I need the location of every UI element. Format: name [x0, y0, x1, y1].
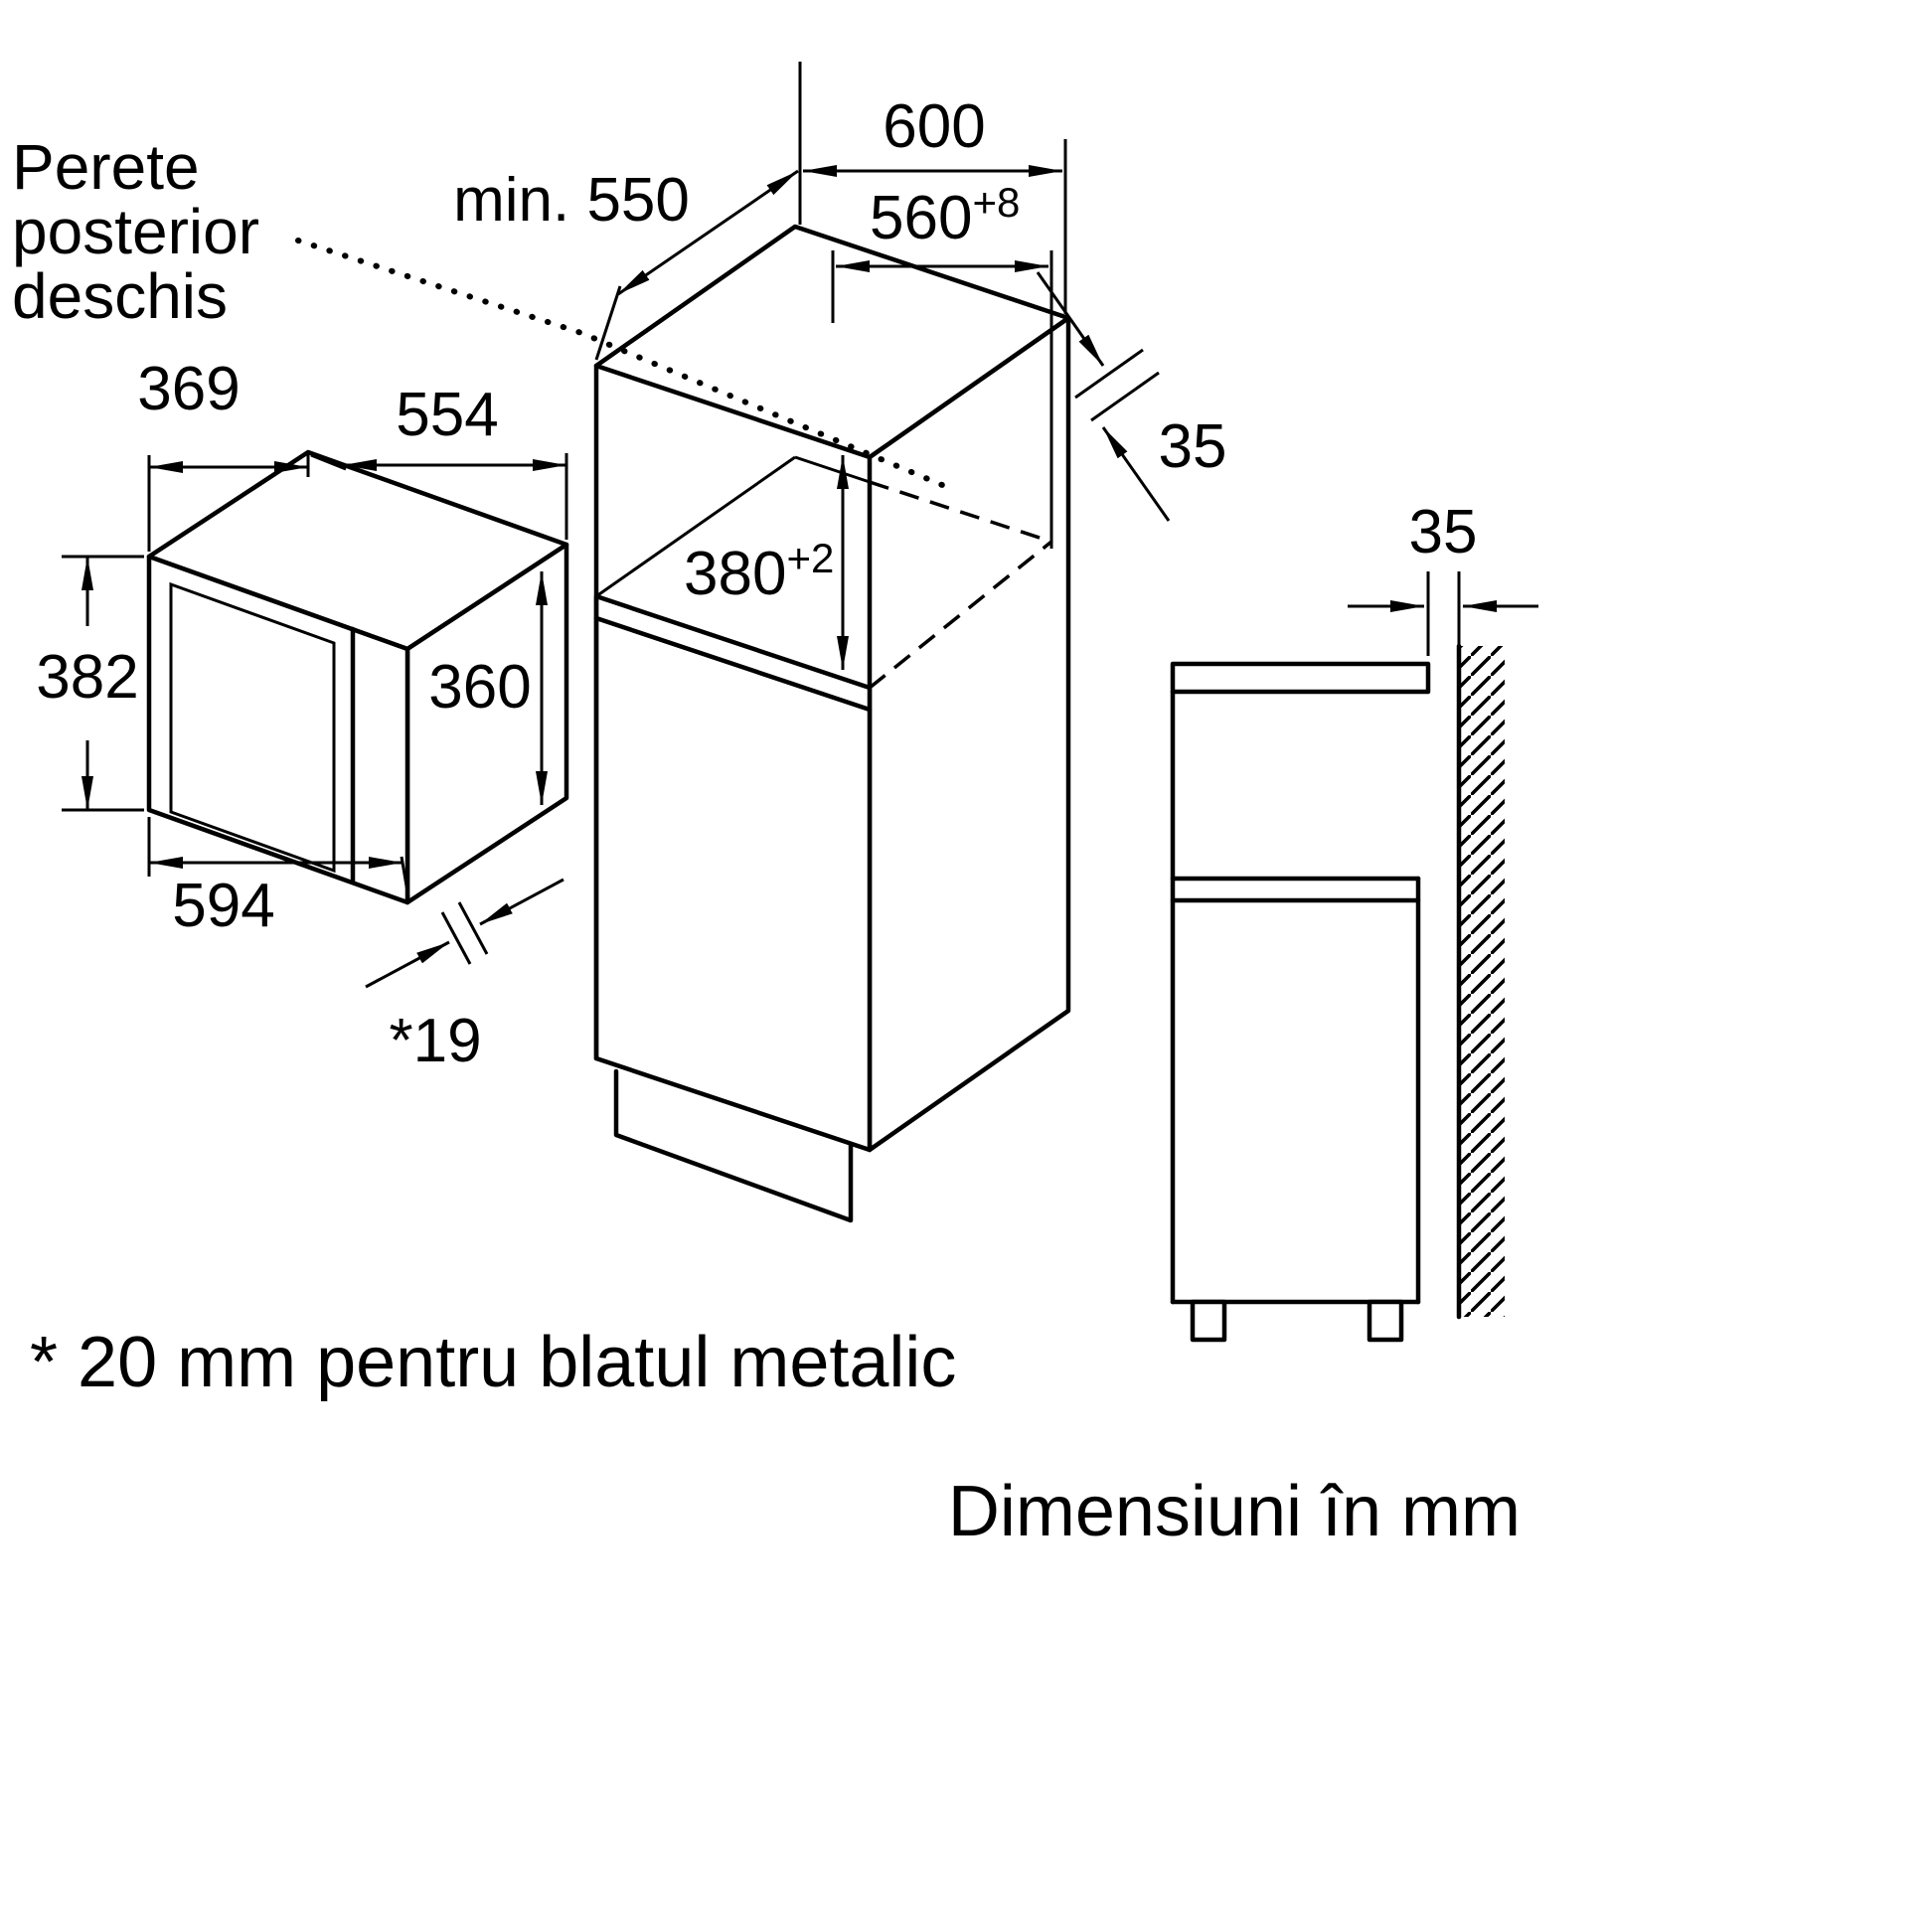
- dim-niche-width-tolerance: +8: [972, 179, 1020, 226]
- niche-shelf-front-edge: [593, 615, 873, 713]
- cabinet-right-face: [867, 315, 1071, 1153]
- microwave-door-outline: [169, 581, 336, 874]
- cabinet-drawing: [593, 224, 1071, 1223]
- dim-wall-gap-label: 35: [1409, 498, 1478, 566]
- dimension-appliance-depth: 369: [137, 355, 310, 552]
- microwave-drawing: [146, 449, 569, 905]
- extension-line: [400, 856, 410, 898]
- rear-wall-leader-line: [295, 238, 945, 488]
- dimension-appliance-top-width: 554: [310, 381, 568, 540]
- side-view-worktop: [1170, 661, 1431, 695]
- niche-floor-left-edge: [595, 455, 796, 598]
- gap-line: [440, 911, 472, 965]
- dimension-door-gap: *19: [365, 878, 564, 1075]
- dimension-arrow: [1101, 426, 1171, 522]
- footnote-text: * 20 mm pentru blatul metalic: [30, 1323, 956, 1402]
- dim-side-wall-thickness-label: 35: [1159, 412, 1227, 481]
- dim-appliance-front-height-label: 382: [36, 643, 138, 712]
- dim-niche-height-value: 380: [684, 540, 786, 608]
- dimension-niche-height: 380+2: [684, 455, 849, 670]
- dimension-niche-min-depth: min. 550: [453, 166, 799, 361]
- dimension-niche-width: 560+8: [831, 179, 1053, 549]
- dim-niche-height-label: 380+2: [684, 535, 834, 608]
- microwave-front-face: [146, 554, 410, 905]
- dimension-appliance-body-height: 360: [428, 571, 548, 805]
- rear-wall-note-line3: deschis: [12, 260, 228, 332]
- niche-floor-back-edge: [794, 455, 871, 484]
- units-note-text: Dimensiuni în mm: [948, 1472, 1521, 1551]
- gap-line: [457, 901, 489, 955]
- dim-niche-height-tolerance: +2: [786, 535, 834, 581]
- dimension-appliance-front-height: 382: [36, 555, 144, 812]
- cabinet-plinth: [613, 1068, 854, 1223]
- dimension-arrow: [365, 940, 450, 989]
- side-view-foot-left: [1190, 1299, 1227, 1343]
- side-view-drawing: [1170, 643, 1505, 1343]
- dim-niche-min-depth-label: min. 550: [453, 166, 690, 235]
- dim-cabinet-width-label: 600: [883, 92, 985, 161]
- dim-appliance-body-height-label: 360: [428, 653, 531, 722]
- rear-wall-note-line2: posterior: [12, 196, 259, 267]
- dimension-cabinet-width: 600: [798, 62, 1067, 314]
- niche-floor-right-edge-hidden: [868, 540, 1053, 690]
- dimension-arrow: [479, 878, 564, 926]
- gap-line: [1090, 371, 1160, 422]
- wall-hatching: [1459, 646, 1505, 1317]
- dim-appliance-depth-label: 369: [137, 355, 240, 423]
- cabinet-front-face: [593, 593, 873, 1153]
- rear-wall-note: Perete posterior deschis: [12, 131, 259, 332]
- rear-wall-note-line1: Perete: [12, 131, 200, 203]
- dimension-appliance-width: 594: [147, 817, 410, 940]
- dim-niche-width-label: 560+8: [870, 179, 1020, 252]
- dim-appliance-top-width-label: 554: [396, 381, 498, 449]
- gap-line: [1074, 348, 1144, 400]
- niche-floor-back-edge-hidden: [869, 480, 1052, 544]
- extension-line: [594, 285, 622, 361]
- dimension-arrow: [1036, 271, 1105, 367]
- side-view-foot-right: [1367, 1299, 1404, 1343]
- dim-niche-width-value: 560: [870, 184, 972, 252]
- dimension-wall-gap: 35: [1348, 498, 1538, 656]
- dimension-side-wall-thickness: 35: [1036, 271, 1227, 522]
- dimension-arrow: [617, 169, 799, 296]
- dim-appliance-width-label: 594: [172, 872, 274, 940]
- dim-door-gap-label: *19: [389, 1007, 481, 1075]
- extension-line: [310, 453, 347, 471]
